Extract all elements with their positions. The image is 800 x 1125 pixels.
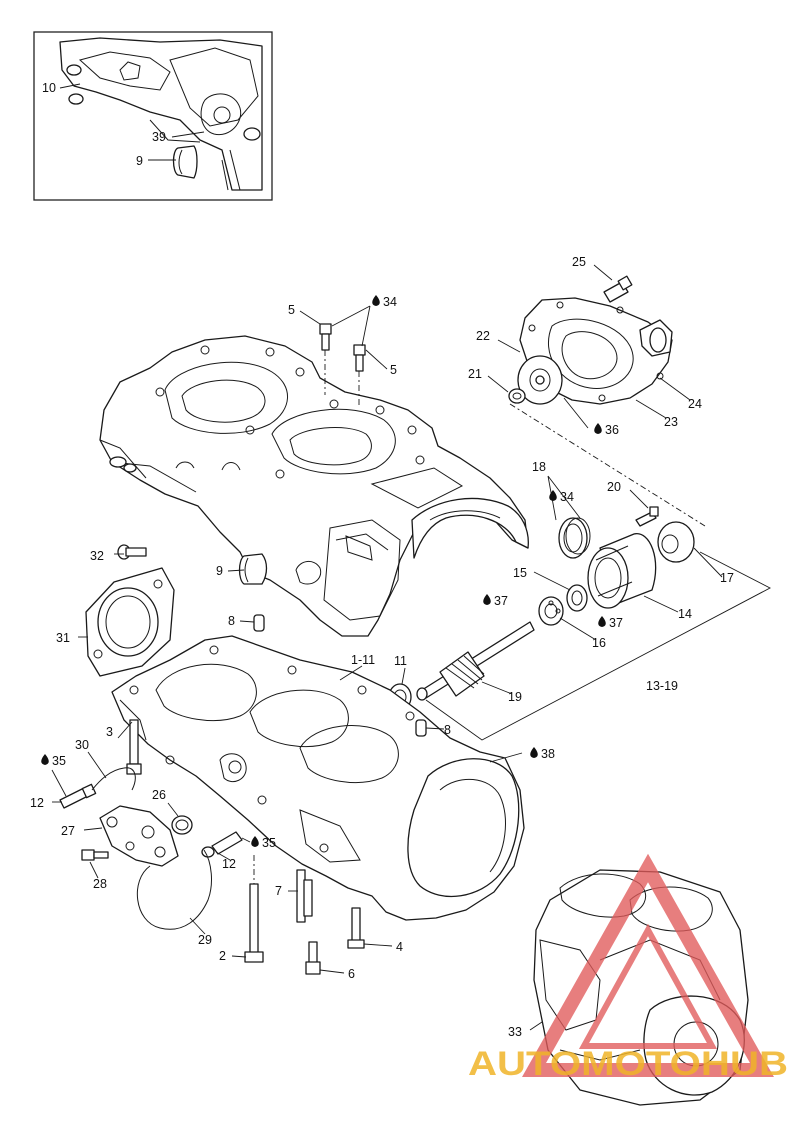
bolt-3 — [126, 719, 142, 775]
bolt-32 — [117, 544, 147, 560]
washer-21 — [508, 388, 526, 404]
seal-9 — [238, 553, 268, 585]
oil-pump-27 — [99, 805, 179, 867]
cover-17 — [657, 521, 695, 563]
bolt-4 — [347, 907, 365, 949]
shaft-19 — [416, 621, 535, 701]
callout-20: 20 — [607, 480, 621, 494]
callout-12: 12 — [30, 796, 44, 810]
screw-20 — [635, 506, 659, 527]
bearing-16 — [538, 596, 564, 626]
callout-31: 31 — [56, 631, 70, 645]
callout-12: 12 — [222, 857, 236, 871]
callout-34: 34 — [383, 295, 397, 309]
callout-37: 37 — [494, 594, 508, 608]
callout-5: 5 — [390, 363, 397, 377]
callout-21: 21 — [468, 367, 482, 381]
watermark-text: AUTOMOTOHUB — [468, 1045, 788, 1083]
callout-26: 26 — [152, 788, 166, 802]
upper-crankcase — [99, 335, 529, 637]
callout-29: 29 — [198, 933, 212, 947]
callout-35: 35 — [52, 754, 66, 768]
watermark-logo — [522, 853, 774, 1077]
oil-drop-icon — [372, 295, 380, 306]
fitting-12-right — [201, 831, 243, 858]
callout-37: 37 — [609, 616, 623, 630]
callout-11: 11 — [394, 654, 407, 668]
oil-drop-icon — [530, 747, 538, 758]
inset-callout-10: 10 — [42, 81, 56, 95]
callout-34: 34 — [560, 490, 574, 504]
bolt-6 — [305, 941, 321, 975]
housing-14 — [587, 533, 657, 609]
callout-18: 18 — [532, 460, 546, 474]
inset-callout-9: 9 — [136, 154, 143, 168]
callout-33: 33 — [508, 1025, 522, 1039]
callout-8: 8 — [444, 723, 451, 737]
oil-drop-icon — [549, 490, 557, 501]
dowel-8-upper — [253, 614, 265, 632]
callout-14: 14 — [678, 607, 692, 621]
callout-1-11: 1-11 — [351, 653, 375, 667]
callout-25: 25 — [572, 255, 586, 269]
oil-drop-icon — [41, 754, 49, 765]
callout-2: 2 — [219, 949, 226, 963]
bolt-5-left — [319, 323, 332, 395]
stud-7 — [296, 869, 313, 923]
callout-13-19: 13-19 — [646, 679, 678, 693]
callout-28: 28 — [93, 877, 107, 891]
callout-27: 27 — [61, 824, 75, 838]
oil-drop-icon — [594, 423, 602, 434]
inset-detail: 10 39 9 — [33, 31, 273, 201]
callout-3: 3 — [106, 725, 113, 739]
callout-5: 5 — [288, 303, 295, 317]
leader-lines — [51, 264, 723, 1031]
lower-crankcase — [111, 635, 525, 921]
oil-drop-icon — [251, 836, 259, 847]
callout-19: 19 — [508, 690, 522, 704]
callout-36: 36 — [605, 423, 619, 437]
callout-38: 38 — [541, 747, 555, 761]
oil-drop-icon — [598, 616, 606, 627]
callout-6: 6 — [348, 967, 355, 981]
callout-9: 9 — [216, 564, 223, 578]
callout-24: 24 — [688, 397, 702, 411]
callout-32: 32 — [90, 549, 104, 563]
callout-17: 17 — [720, 571, 734, 585]
callout-4: 4 — [396, 940, 403, 954]
callout-23: 23 — [664, 415, 678, 429]
fitting-12-left — [59, 783, 97, 809]
callout-30: 30 — [75, 738, 89, 752]
bearing-15 — [566, 584, 588, 612]
callout-15: 15 — [513, 566, 527, 580]
hose-30 — [91, 767, 136, 791]
hose-29 — [136, 849, 212, 930]
oil-drop-icon — [483, 594, 491, 605]
bolt-25 — [603, 275, 633, 303]
callout-16: 16 — [592, 636, 606, 650]
inset-callout-39: 39 — [152, 130, 166, 144]
bolt-2 — [244, 855, 264, 963]
gasket-31 — [85, 567, 175, 677]
seal-18-spring — [558, 517, 591, 559]
callout-7: 7 — [275, 884, 282, 898]
oring-26 — [171, 815, 193, 835]
callout-8: 8 — [228, 614, 235, 628]
watermark-triangle — [522, 853, 774, 1077]
dowel-8-lower — [415, 719, 427, 737]
screw-28 — [81, 849, 109, 861]
inset-engine-drawing — [59, 37, 263, 191]
callout-22: 22 — [476, 329, 490, 343]
callout-35: 35 — [262, 836, 276, 850]
impeller-22 — [517, 355, 563, 405]
bolt-5-right — [353, 344, 366, 405]
